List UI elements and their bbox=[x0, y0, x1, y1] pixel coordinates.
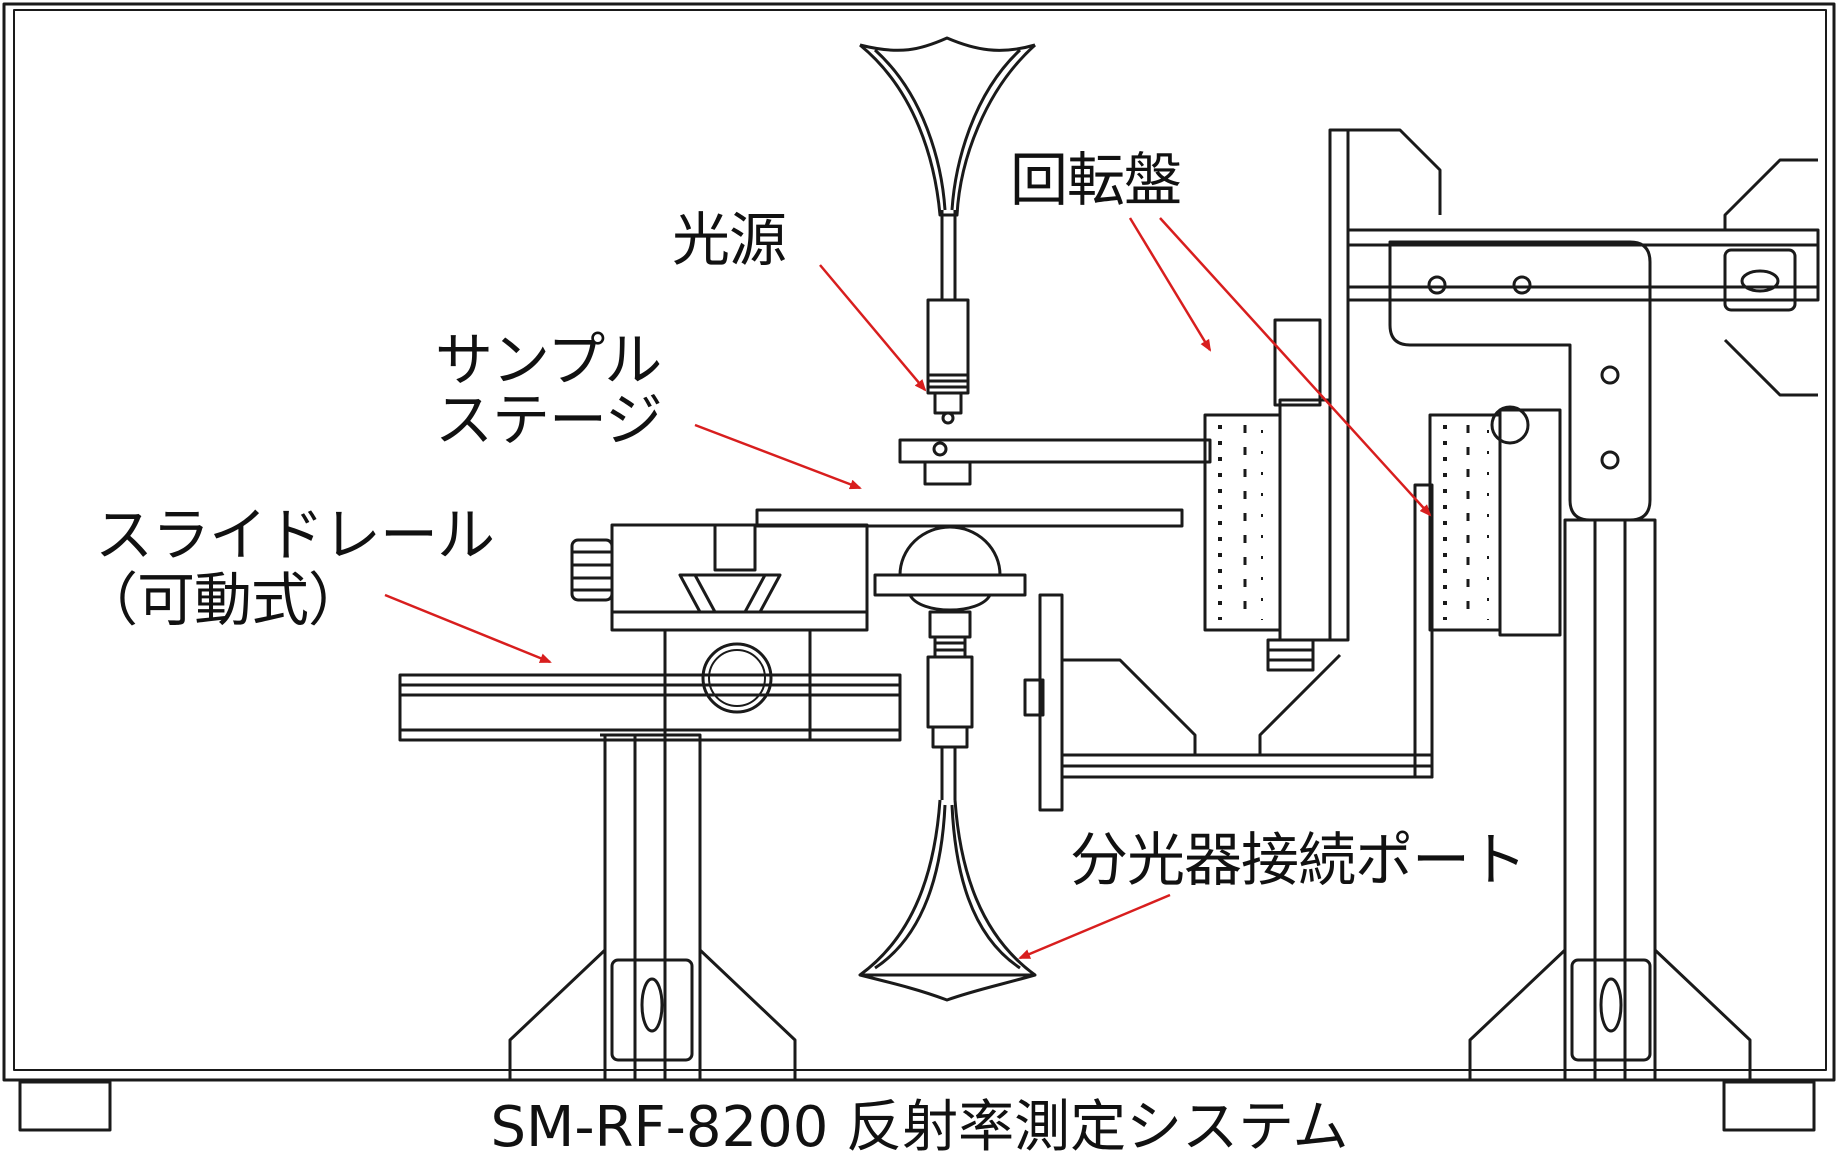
bottom-fiber-flare bbox=[858, 799, 1037, 1002]
label-light-source: 光源 bbox=[672, 206, 787, 274]
label-spectrometer-port: 分光器接続ポート bbox=[1070, 826, 1527, 894]
arrow-light-source bbox=[819, 264, 927, 392]
left-support-column bbox=[508, 733, 797, 1082]
arrow-rotary-left bbox=[1128, 217, 1212, 352]
enclosure-frame bbox=[2, 2, 1836, 1132]
rotary-dial-right bbox=[1428, 405, 1562, 637]
light-source-arm bbox=[898, 438, 1212, 486]
arrow-rotary-right bbox=[1159, 217, 1432, 517]
right-support-column bbox=[1468, 518, 1752, 1082]
label-slide-rail-line2: （可動式） bbox=[80, 566, 366, 634]
top-right-rail bbox=[1346, 158, 1820, 397]
diagram-caption: SM-RF-8200 反射率測定システム bbox=[490, 1095, 1349, 1160]
lower-bracket bbox=[1023, 483, 1434, 812]
rotary-dial-left bbox=[1203, 318, 1332, 672]
label-rotary-stage: 回転盤 bbox=[1010, 146, 1182, 214]
light-source-probe bbox=[926, 210, 970, 425]
label-slide-rail-line1: スライドレール bbox=[95, 501, 495, 569]
label-sample-stage-line2: ステージ bbox=[435, 386, 663, 454]
label-sample-stage-line1: サンプル bbox=[435, 326, 662, 394]
top-fiber-flare bbox=[859, 36, 1037, 217]
arrow-slide-rail bbox=[384, 593, 552, 664]
integrating-sphere bbox=[873, 525, 1027, 800]
arrow-sample-stage bbox=[694, 423, 862, 490]
slide-rail bbox=[398, 673, 902, 742]
right-post bbox=[1328, 128, 1442, 642]
arrow-spectrometer-port bbox=[1018, 893, 1171, 960]
stage-plate bbox=[755, 508, 1184, 528]
sample-stage-block bbox=[570, 523, 869, 632]
